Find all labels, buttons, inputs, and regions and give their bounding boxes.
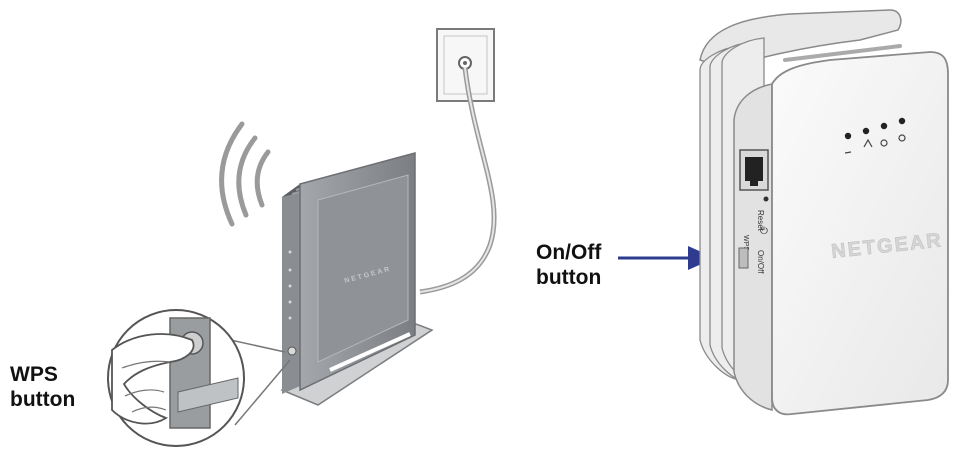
wps-zoom-magnifier — [107, 309, 291, 447]
wps-callout: WPS button — [10, 362, 75, 412]
wps-callout-line1: WPS — [10, 363, 58, 386]
onoff-side-label: On/Off — [756, 250, 765, 274]
ethernet-port-icon — [739, 149, 769, 191]
onoff-callout: On/Off button — [536, 240, 601, 290]
wps-side-label: WPS — [742, 235, 749, 251]
onoff-callout-line2: button — [536, 266, 602, 289]
reset-button — [763, 196, 769, 202]
wall-socket-icon — [436, 28, 495, 102]
onoff-switch — [738, 247, 749, 269]
wps-callout-line2: button — [10, 388, 76, 411]
wifi-waves-icon — [219, 121, 271, 227]
range-extender: Reset WPS ⏻ On/Off NETGEAR — [699, 9, 949, 416]
power-icon: ⏻ — [760, 226, 768, 237]
onoff-callout-line1: On/Off — [536, 241, 602, 264]
reset-label: Reset — [756, 210, 765, 232]
led-lights — [844, 117, 906, 154]
router: NETGEAR — [280, 152, 434, 406]
